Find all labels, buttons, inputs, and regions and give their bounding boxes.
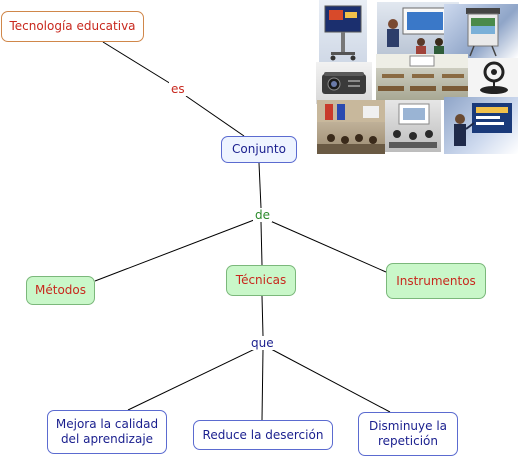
concept-metodos[interactable]: Métodos (26, 276, 95, 305)
projector-icon (316, 62, 372, 104)
digital-whiteboard-icon (319, 0, 367, 64)
webcam-icon (468, 58, 518, 98)
link-label-que: que (249, 336, 276, 350)
concept-conjunto[interactable]: Conjunto (221, 136, 297, 163)
concept-disminuye-repeticion[interactable]: Disminuye la repetición (358, 412, 458, 456)
concept-tecnicas[interactable]: Técnicas (226, 265, 296, 296)
line-de-tecnicas (260, 221, 263, 266)
line-es-conjunto (185, 95, 245, 137)
classroom-icon (376, 54, 468, 100)
concept-tecnologia-educativa[interactable]: Tecnología educativa (1, 11, 144, 42)
presenter-icon (444, 97, 518, 154)
line-que-reduce (261, 349, 264, 421)
link-label-es: es (169, 82, 187, 96)
lecture-hall-icon (317, 100, 385, 154)
line-de-instrumentos (267, 219, 387, 273)
link-label-de: de (253, 208, 272, 222)
line-root-es (102, 41, 177, 88)
projection-screen-icon (444, 4, 518, 58)
concept-mejora-calidad[interactable]: Mejora la calidad del aprendizaje (47, 410, 167, 454)
line-tecnicas-que (261, 295, 264, 337)
concept-reduce-desercion[interactable]: Reduce la deserción (193, 420, 333, 450)
line-que-disminuye (270, 348, 391, 413)
line-de-metodos (94, 219, 255, 282)
meeting-room-icon (385, 100, 441, 152)
line-que-mejora (127, 348, 256, 411)
line-conjunto-de (258, 162, 262, 209)
concept-instrumentos[interactable]: Instrumentos (386, 263, 486, 299)
